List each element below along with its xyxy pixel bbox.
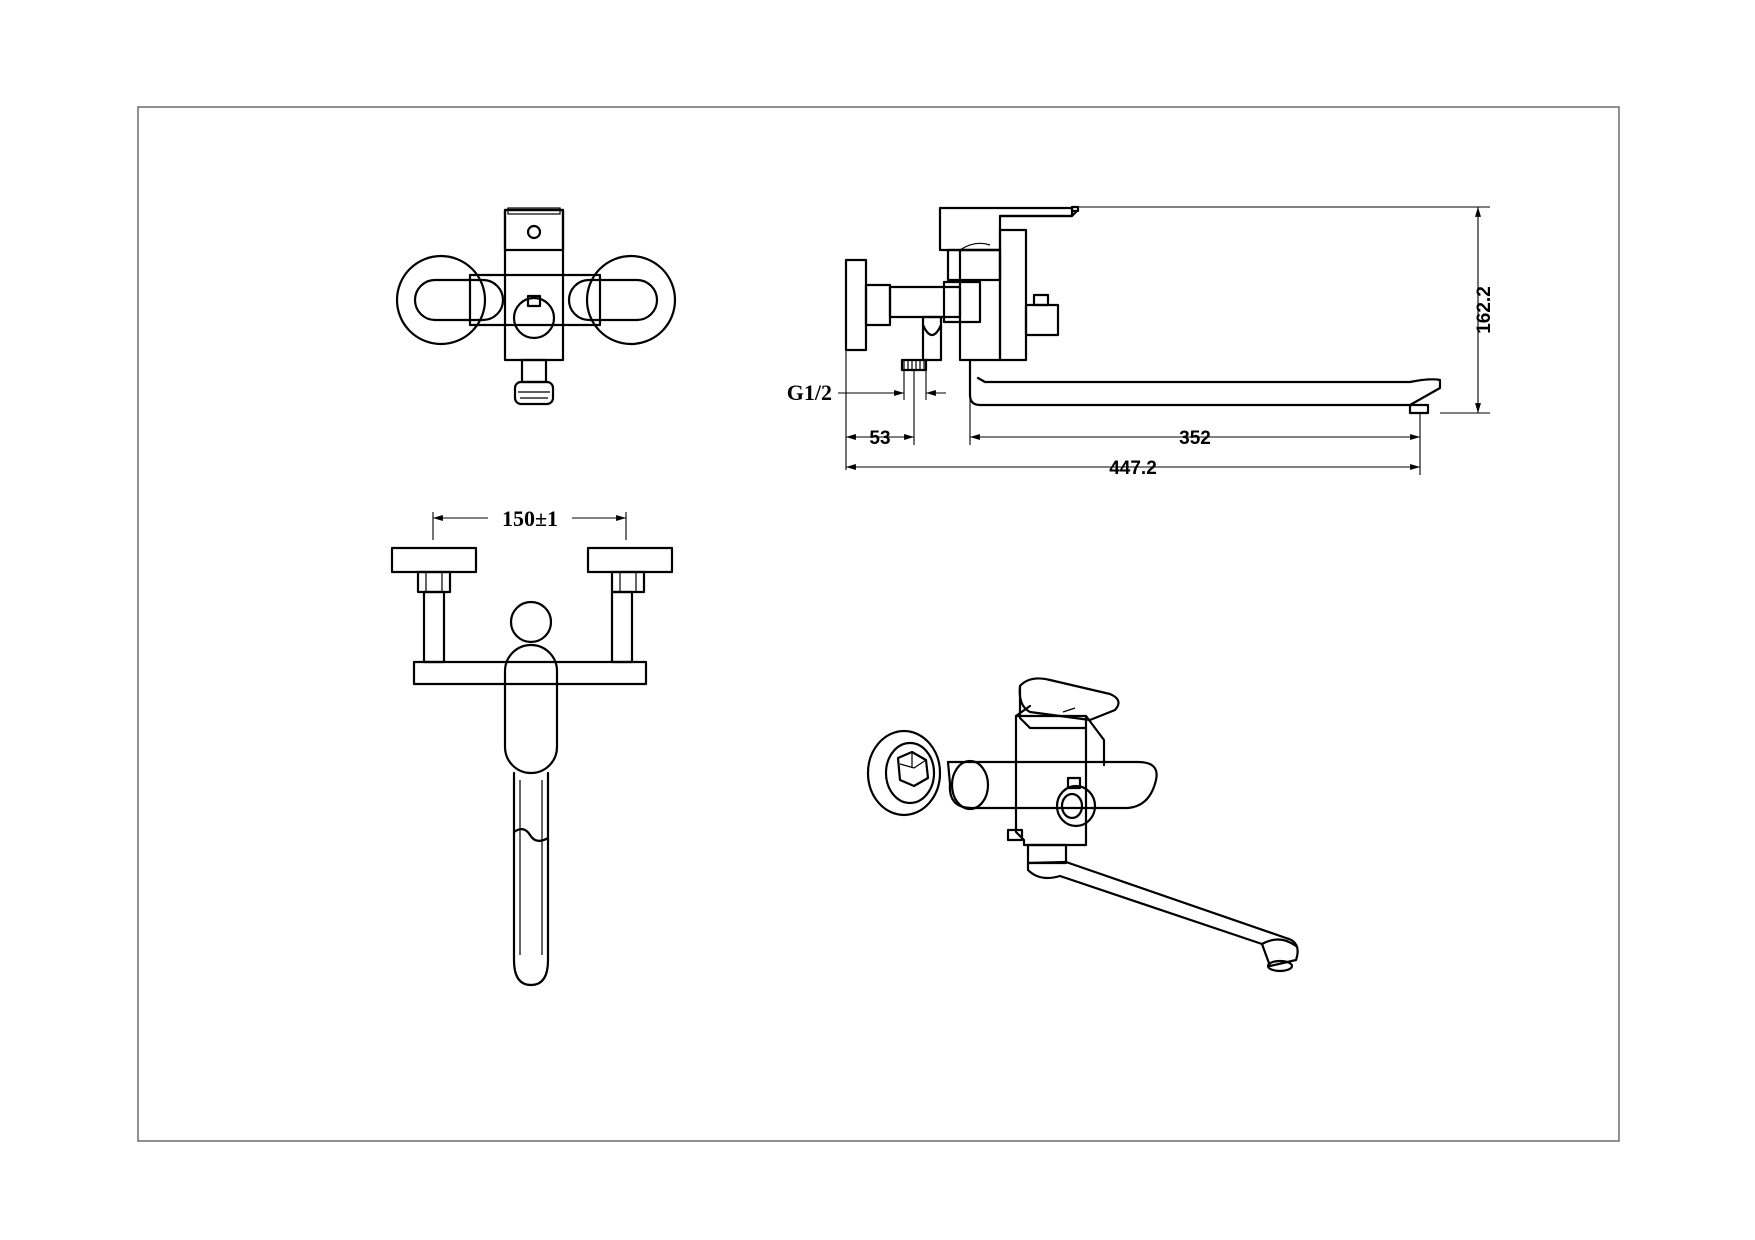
- drawing-frame: [137, 106, 1620, 1142]
- overall-dimension-label: 447.2: [1109, 458, 1157, 479]
- thread-label: G1/2: [787, 380, 832, 405]
- inlet-thread: [900, 358, 928, 372]
- side-view: 162.2 G1/2 53 352 447.2: [787, 205, 1495, 479]
- isometric-view: [866, 677, 1299, 973]
- diverter-knob-iso: [1055, 784, 1097, 828]
- diverter-knob-top: [512, 296, 556, 340]
- spout-dimension-label: 352: [1179, 428, 1211, 449]
- spout-front: [512, 771, 550, 987]
- lever-handle-iso: [1018, 677, 1120, 722]
- offset-dimension-label: 53: [869, 428, 890, 449]
- height-dimension-label: 162.2: [1474, 286, 1495, 334]
- top-view: [395, 207, 677, 406]
- wall-rosette-side: [844, 258, 868, 352]
- centers-dimension-label: 150±1: [502, 506, 558, 531]
- spout-side: [968, 358, 1442, 407]
- left-rosette: [395, 254, 487, 346]
- lever-knob-front: [509, 600, 553, 644]
- cross-bar-front: [412, 660, 648, 686]
- left-rosette-front: [390, 546, 478, 574]
- wall-rosette-iso: [866, 729, 942, 817]
- right-rosette: [585, 254, 677, 346]
- mixer-body-front: [503, 643, 559, 775]
- right-rosette-front: [586, 546, 674, 574]
- spout-iso: [1026, 860, 1299, 968]
- front-view: 150±1: [390, 506, 674, 987]
